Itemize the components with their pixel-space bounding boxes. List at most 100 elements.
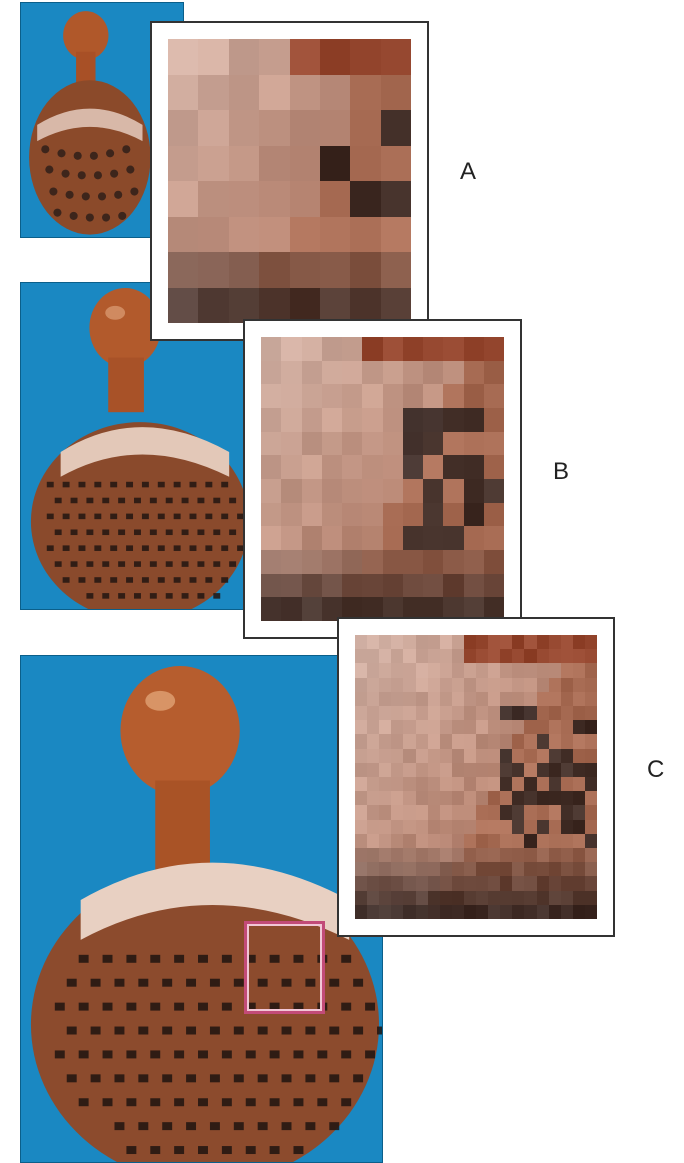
pixel-cell	[342, 337, 362, 361]
pixel-cell	[302, 361, 322, 385]
pixel-cell	[561, 791, 573, 805]
pixel-cell	[500, 706, 512, 720]
pixel-cell	[464, 891, 476, 905]
pixel-cell	[464, 777, 476, 791]
pixel-cell	[464, 791, 476, 805]
pixel-cell	[229, 110, 259, 146]
pixel-cell	[383, 503, 403, 527]
pixel-cell	[403, 805, 415, 819]
dot	[213, 593, 220, 599]
dot	[210, 979, 220, 987]
pixel-cell	[403, 649, 415, 663]
pixel-cell	[476, 905, 488, 919]
pixel-cell	[322, 361, 342, 385]
dot	[126, 514, 133, 520]
pixel-cell	[585, 749, 597, 763]
pixel-cell	[440, 763, 452, 777]
pixel-cell	[383, 432, 403, 456]
pixel-cell	[259, 39, 289, 75]
pixel-cell	[281, 479, 301, 503]
dot	[142, 545, 149, 551]
zoom-panel-c	[337, 617, 615, 937]
dot	[118, 593, 125, 599]
dot	[305, 1027, 315, 1035]
dot	[86, 561, 93, 567]
pixel-cell	[379, 649, 391, 663]
pixel-cell	[379, 862, 391, 876]
pixel-cell	[573, 805, 585, 819]
dot	[79, 955, 89, 963]
pixel-cell	[500, 805, 512, 819]
pixel-cell	[367, 706, 379, 720]
pixel-cell	[452, 805, 464, 819]
pixel-cell	[320, 75, 350, 111]
pixel-cell	[416, 848, 428, 862]
dot	[246, 1146, 256, 1154]
dot	[210, 1027, 220, 1035]
pixel-cell	[537, 862, 549, 876]
dot	[198, 1146, 208, 1154]
pixel-cell	[488, 891, 500, 905]
pixel-cell	[512, 820, 524, 834]
dot	[134, 561, 141, 567]
pixel-cell	[561, 848, 573, 862]
pixel-cell	[423, 384, 443, 408]
dot	[329, 1122, 339, 1130]
pixel-cell	[403, 337, 423, 361]
pixel-cell	[537, 763, 549, 777]
pixel-cell	[561, 763, 573, 777]
pixel-cell	[464, 805, 476, 819]
pixel-cell	[362, 337, 382, 361]
pixel-cell	[428, 834, 440, 848]
pixel-cell	[537, 706, 549, 720]
pixel-cell	[573, 720, 585, 734]
pixel-cell	[281, 361, 301, 385]
pixel-cell	[452, 663, 464, 677]
pixel-cell	[355, 876, 367, 890]
pixel-cell	[524, 649, 536, 663]
dot	[110, 482, 117, 488]
pixel-cell	[403, 384, 423, 408]
pixel-cell	[367, 891, 379, 905]
pixel-cell	[452, 791, 464, 805]
pixel-cell	[440, 649, 452, 663]
pixel-cell	[549, 663, 561, 677]
dot	[118, 561, 125, 567]
pixel-cell	[440, 834, 452, 848]
pixel-cell	[362, 408, 382, 432]
pixel-grid-a	[168, 39, 411, 323]
dot	[78, 482, 85, 488]
pixel-cell	[391, 905, 403, 919]
pixel-cell	[488, 734, 500, 748]
dot	[282, 1027, 292, 1035]
dot	[55, 1003, 65, 1011]
pixel-cell	[452, 635, 464, 649]
pixel-cell	[355, 848, 367, 862]
pixel-cell	[512, 635, 524, 649]
pixel-cell	[379, 834, 391, 848]
pixel-cell	[440, 820, 452, 834]
pixel-cell	[500, 734, 512, 748]
dot	[222, 1146, 232, 1154]
pixel-cell	[168, 181, 198, 217]
dot	[94, 482, 101, 488]
pixel-cell	[350, 110, 380, 146]
pixel-cell	[512, 734, 524, 748]
pixel-cell	[381, 217, 411, 253]
dot	[198, 1003, 208, 1011]
pixel-cell	[302, 574, 322, 598]
dot	[246, 1003, 256, 1011]
pixel-cell	[443, 455, 463, 479]
dot	[126, 1098, 136, 1106]
pixel-cell	[464, 663, 476, 677]
pixel-cell	[403, 820, 415, 834]
dot	[317, 1098, 327, 1106]
pixel-cell	[261, 432, 281, 456]
pixel-cell	[443, 384, 463, 408]
dot	[197, 498, 204, 504]
pixel-cell	[198, 288, 228, 324]
pixel-cell	[561, 820, 573, 834]
pixel-cell	[452, 720, 464, 734]
dot	[126, 1050, 136, 1058]
pixel-cell	[379, 876, 391, 890]
